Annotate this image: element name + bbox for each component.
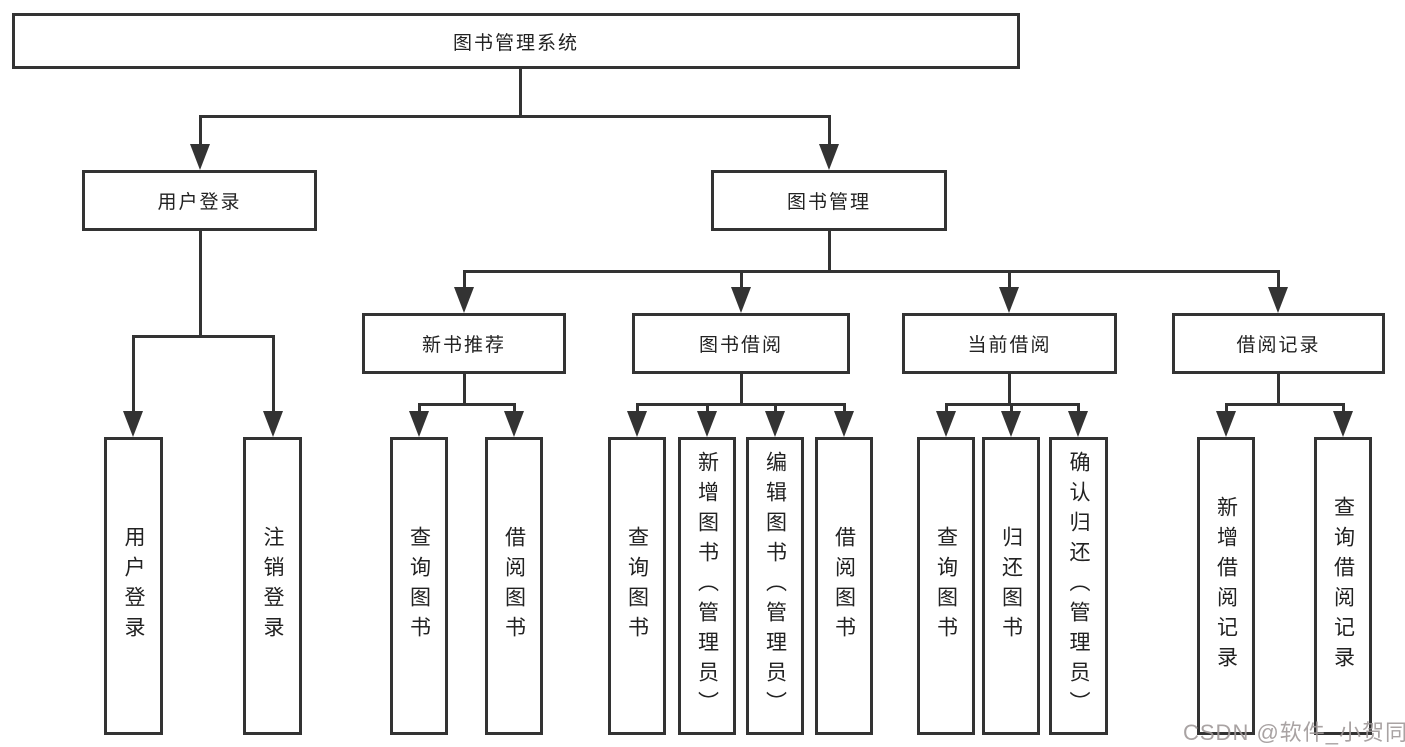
connector-drop-book-mgmt: [828, 115, 831, 146]
connector-drop-leaf-login: [132, 335, 135, 413]
node-book-borrowing-label: 图书借阅: [698, 335, 783, 356]
leaf-edit-books-admin: 编辑图书（管理员）: [746, 437, 804, 735]
leaf-add-books-admin-label: 新增图书（管理员）: [695, 451, 719, 721]
leaf-confirm-return-admin: 确认归还（管理员）: [1049, 437, 1108, 735]
arrowhead-current-borrow: [999, 287, 1019, 313]
node-new-book-recommend: 新书推荐: [362, 313, 566, 374]
connector-root-stem: [519, 69, 522, 115]
connector-new-book-rec-bar: [418, 403, 516, 406]
connector-drop-borrow-record: [1277, 270, 1280, 289]
connector-drop-leaf-logout: [272, 335, 275, 413]
arrowhead-leaf: [1068, 411, 1088, 437]
connector-drop-book-borrow: [740, 270, 743, 289]
leaf-query-borrow-record: 查询借阅记录: [1314, 437, 1372, 735]
arrowhead-new-book-rec: [454, 287, 474, 313]
leaf-borrow-books-label: 借阅图书: [832, 526, 856, 646]
connector-drop-leaf: [774, 403, 777, 413]
connector-drop-leaf: [843, 403, 846, 413]
arrowhead-leaf: [1333, 411, 1353, 437]
connector-drop-leaf: [945, 403, 948, 413]
arrowhead-leaf: [1001, 411, 1021, 437]
connector-drop-current-borrow: [1008, 270, 1011, 289]
node-new-book-recommend-label: 新书推荐: [421, 335, 506, 356]
node-library-system: 图书管理系统: [12, 13, 1020, 69]
node-current-borrowing-label: 当前借阅: [967, 335, 1052, 356]
node-borrowing-records: 借阅记录: [1172, 313, 1385, 374]
csdn-watermark: CSDN @软件_小贺同学: [1183, 720, 1405, 745]
leaf-edit-books-admin-label: 编辑图书（管理员）: [763, 451, 787, 721]
arrowhead-leaf-logout: [263, 411, 283, 437]
node-library-system-label: 图书管理系统: [452, 32, 579, 54]
connector-current-borrow-stem: [1008, 374, 1011, 403]
leaf-query-books-borrow: 查询图书: [608, 437, 666, 735]
node-book-management: 图书管理: [711, 170, 947, 231]
leaf-add-books-admin: 新增图书（管理员）: [678, 437, 736, 735]
arrowhead-book-borrow: [731, 287, 751, 313]
arrowhead-borrow-record: [1268, 287, 1288, 313]
leaf-add-borrow-record: 新增借阅记录: [1197, 437, 1255, 735]
connector-drop-leaf: [513, 403, 516, 413]
leaf-return-books: 归还图书: [982, 437, 1040, 735]
connector-new-book-rec-stem: [463, 374, 466, 403]
node-user-login: 用户登录: [82, 170, 317, 231]
connector-drop-new-book-rec: [463, 270, 466, 289]
leaf-return-books-label: 归还图书: [999, 526, 1023, 646]
arrowhead-leaf-login: [123, 411, 143, 437]
connector-borrow-record-stem: [1277, 374, 1280, 403]
leaf-borrow-books-rec: 借阅图书: [485, 437, 543, 735]
arrowhead-leaf: [627, 411, 647, 437]
leaf-borrow-books: 借阅图书: [815, 437, 873, 735]
node-current-borrowing: 当前借阅: [902, 313, 1117, 374]
leaf-logout-label: 注销登录: [261, 526, 284, 646]
arrowhead-book-mgmt: [819, 144, 839, 170]
connector-level3-bar: [463, 270, 1280, 273]
connector-drop-user-login: [199, 115, 202, 146]
connector-user-login-bar: [132, 335, 275, 338]
node-user-login-label: 用户登录: [157, 192, 242, 213]
arrowhead-leaf: [936, 411, 956, 437]
leaf-confirm-return-admin-label: 确认归还（管理员）: [1067, 451, 1090, 721]
connector-book-borrow-stem: [740, 374, 743, 403]
arrowhead-leaf: [1216, 411, 1236, 437]
arrowhead-leaf: [834, 411, 854, 437]
connector-drop-leaf: [1225, 403, 1228, 413]
leaf-query-books-rec: 查询图书: [390, 437, 448, 735]
leaf-query-books-borrow-label: 查询图书: [625, 526, 649, 646]
leaf-logout: 注销登录: [243, 437, 302, 735]
connector-drop-leaf: [418, 403, 421, 413]
node-book-borrowing: 图书借阅: [632, 313, 850, 374]
leaf-query-books-current-label: 查询图书: [934, 526, 958, 646]
connector-level2-bar: [199, 115, 831, 118]
leaf-query-books-current: 查询图书: [917, 437, 975, 735]
connector-book-mgmt-stem: [828, 231, 831, 270]
connector-user-login-stem: [199, 231, 202, 335]
connector-drop-leaf: [1342, 403, 1345, 413]
connector-drop-leaf: [1010, 403, 1013, 413]
leaf-user-login: 用户登录: [104, 437, 163, 735]
connector-drop-leaf: [636, 403, 639, 413]
connector-drop-leaf: [1077, 403, 1080, 413]
node-book-management-label: 图书管理: [786, 192, 871, 213]
arrowhead-user-login: [190, 144, 210, 170]
arrowhead-leaf: [765, 411, 785, 437]
connector-drop-leaf: [706, 403, 709, 413]
arrowhead-leaf: [697, 411, 717, 437]
leaf-borrow-books-rec-label: 借阅图书: [502, 526, 526, 646]
leaf-query-books-rec-label: 查询图书: [407, 526, 431, 646]
leaf-user-login-label: 用户登录: [122, 526, 145, 646]
leaf-query-borrow-record-label: 查询借阅记录: [1331, 496, 1355, 676]
connector-book-borrow-bar: [636, 403, 846, 406]
leaf-add-borrow-record-label: 新增借阅记录: [1214, 496, 1238, 676]
arrowhead-leaf: [504, 411, 524, 437]
arrowhead-leaf: [409, 411, 429, 437]
node-borrowing-records-label: 借阅记录: [1236, 335, 1321, 356]
connector-borrow-record-bar: [1225, 403, 1345, 406]
